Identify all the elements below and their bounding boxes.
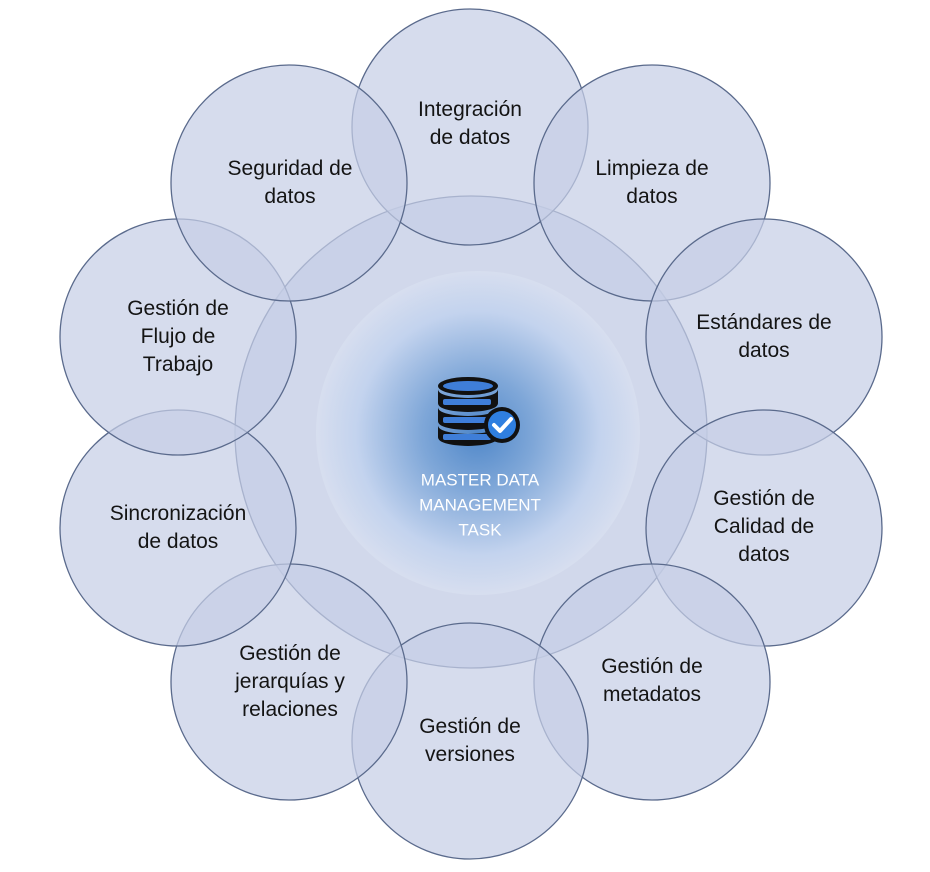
- node-label-metadatos: Gestión de metadatos: [601, 653, 703, 709]
- node-label-limpieza: Limpieza de datos: [595, 155, 708, 211]
- node-label-line: Gestión de: [419, 715, 521, 738]
- node-label-calidad: Gestión de Calidad de datos: [713, 485, 815, 569]
- node-label-line: Flujo de: [140, 325, 216, 348]
- database-check-icon: [438, 377, 520, 446]
- node-label-jerarquias: Gestión de jerarquías y relaciones: [235, 640, 345, 724]
- node-label-line: Integración: [418, 98, 522, 121]
- node-label-line: Sincronización: [109, 502, 247, 525]
- node-label-line: Limpieza de: [595, 157, 709, 180]
- node-label-line: de datos: [429, 126, 511, 149]
- node-label-flujo: Gestión de Flujo de Trabajo: [127, 295, 229, 379]
- node-label-line: datos: [626, 185, 678, 208]
- node-label-line: Gestión de: [127, 297, 229, 320]
- node-circle-seguridad: [170, 64, 408, 302]
- center-label: MASTER DATA MANAGEMENT TASK: [419, 468, 541, 543]
- node-label-line: Gestión de: [239, 642, 341, 665]
- node-label-line: metadatos: [602, 683, 702, 706]
- center-label-line-1: MASTER DATA: [420, 470, 540, 490]
- node-label-estandares: Estándares de datos: [696, 309, 831, 365]
- node-label-line: relaciones: [242, 698, 338, 721]
- node-label-line: datos: [738, 543, 790, 566]
- node-label-line: Calidad de: [713, 515, 815, 538]
- center-label-line-3: TASK: [458, 520, 502, 540]
- center-label-line-2: MANAGEMENT: [419, 495, 541, 515]
- node-label-line: Trabajo: [142, 353, 214, 376]
- node-label-integracion: Integración de datos: [418, 96, 522, 152]
- hub-glow: [316, 271, 640, 595]
- node-label-line: datos: [738, 339, 790, 362]
- node-label-line: Gestión de: [601, 655, 703, 678]
- node-label-line: datos: [264, 185, 316, 208]
- node-label-seguridad: Seguridad de datos: [228, 155, 353, 211]
- node-label-line: de datos: [137, 530, 219, 553]
- node-label-line: Gestión de: [713, 487, 815, 510]
- node-label-line: Seguridad de: [227, 157, 353, 180]
- node-label-line: Estándares de: [696, 311, 832, 334]
- node-label-line: versiones: [425, 743, 515, 766]
- node-label-versiones: Gestión de versiones: [419, 713, 521, 769]
- node-label-line: jerarquías y: [235, 670, 345, 693]
- node-label-sincronizacion: Sincronización de datos: [110, 500, 247, 556]
